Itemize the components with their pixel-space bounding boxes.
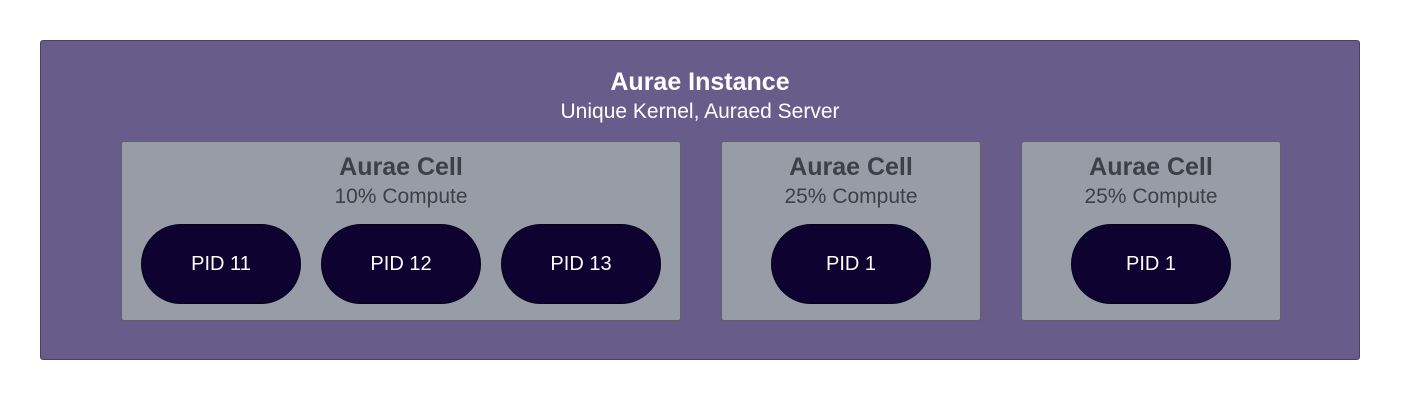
pid-node: PID 1 xyxy=(771,224,931,304)
cell-title: Aurae Cell xyxy=(1089,153,1213,181)
cell-title: Aurae Cell xyxy=(339,153,463,181)
cell-title: Aurae Cell xyxy=(789,153,913,181)
pid-node: PID 12 xyxy=(321,224,481,304)
pid-node: PID 11 xyxy=(141,224,301,304)
instance-subtitle: Unique Kernel, Auraed Server xyxy=(560,100,840,123)
cell-compute: 10% Compute xyxy=(334,185,468,208)
aurae-instance-box: Aurae Instance Unique Kernel, Auraed Ser… xyxy=(40,40,1360,360)
aurae-cell-2: Aurae Cell 25% Compute PID 1 xyxy=(721,141,981,321)
aurae-cell-1: Aurae Cell 10% Compute PID 11 PID 12 PID… xyxy=(121,141,681,321)
cell-compute: 25% Compute xyxy=(1084,185,1218,208)
pid-node: PID 13 xyxy=(501,224,661,304)
instance-title: Aurae Instance xyxy=(610,68,790,96)
aurae-cell-3: Aurae Cell 25% Compute PID 1 xyxy=(1021,141,1281,321)
cell-compute: 25% Compute xyxy=(784,185,918,208)
pid-node: PID 1 xyxy=(1071,224,1231,304)
